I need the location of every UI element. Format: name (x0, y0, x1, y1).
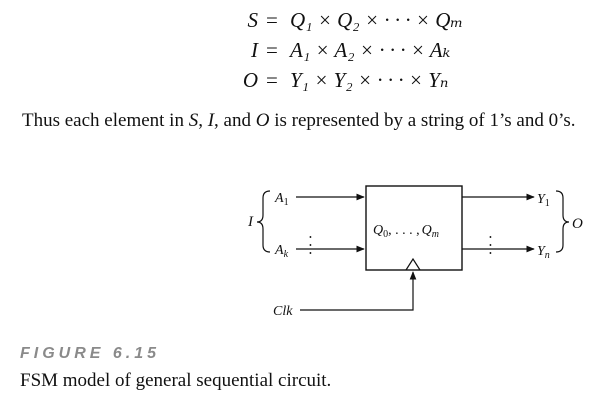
paragraph-text: , (198, 110, 208, 131)
equals-sign: = (266, 38, 278, 62)
equation-s: S = Q₁ × Q₂ × · · · × Qₘ (0, 6, 600, 36)
input-label-top: A1 (274, 191, 289, 208)
equation-rhs: Y₁ × Y₂ × · · · × Yₙ (290, 68, 449, 92)
input-label-bottom: Ak (274, 243, 289, 260)
output-group-label: O (572, 216, 583, 232)
clock-triangle (405, 257, 421, 271)
equation-i: I = A₁ × A₂ × · · · × Aₖ (0, 36, 600, 66)
equation-rhs: A₁ × A₂ × · · · × Aₖ (290, 38, 451, 62)
output-vertical-dots: . . . (486, 235, 503, 255)
equation-lhs: I (251, 38, 258, 62)
state-label: Q0, . . . ,Qm (373, 223, 439, 240)
body-paragraph: Thus each element in S, I, and O is repr… (22, 110, 592, 132)
output-label-bottom: Yn (537, 244, 550, 261)
fsm-diagram: I A1 Ak . . . Q0, . . . ,Qm . . . Y1 Yn … (247, 185, 583, 319)
figure-caption: FSM model of general sequential circuit. (20, 370, 332, 391)
equals-sign: = (266, 8, 278, 32)
output-brace (555, 190, 570, 253)
equation-lhs: S (247, 8, 259, 32)
figure-label: FIGURE 6.15 (20, 345, 161, 362)
equation-rhs: Q₁ × Q₂ × · · · × Qₘ (290, 8, 464, 32)
paragraph-text: , and (214, 110, 256, 131)
state-register-box (365, 185, 463, 271)
paragraph-set-o: O (255, 110, 270, 131)
equation-block: S = Q₁ × Q₂ × · · · × Qₘ I = A₁ × A₂ × ·… (0, 6, 600, 96)
equation-o: O = Y₁ × Y₂ × · · · × Yₙ (0, 66, 600, 96)
equation-lhs: O (242, 68, 258, 92)
equals-sign: = (266, 68, 278, 92)
paragraph-set-s: S (188, 110, 199, 131)
paragraph-text: Thus each element in (22, 110, 189, 131)
input-vertical-dots: . . . (306, 235, 323, 255)
paragraph-text: is represented by a string of 1’s and 0’… (269, 110, 576, 131)
clock-label: Clk (273, 304, 293, 319)
paragraph-set-i: I (207, 110, 215, 131)
input-brace (256, 190, 271, 253)
clock-line (300, 271, 417, 311)
input-group-label: I (247, 214, 254, 230)
output-label-top: Y1 (537, 192, 550, 209)
